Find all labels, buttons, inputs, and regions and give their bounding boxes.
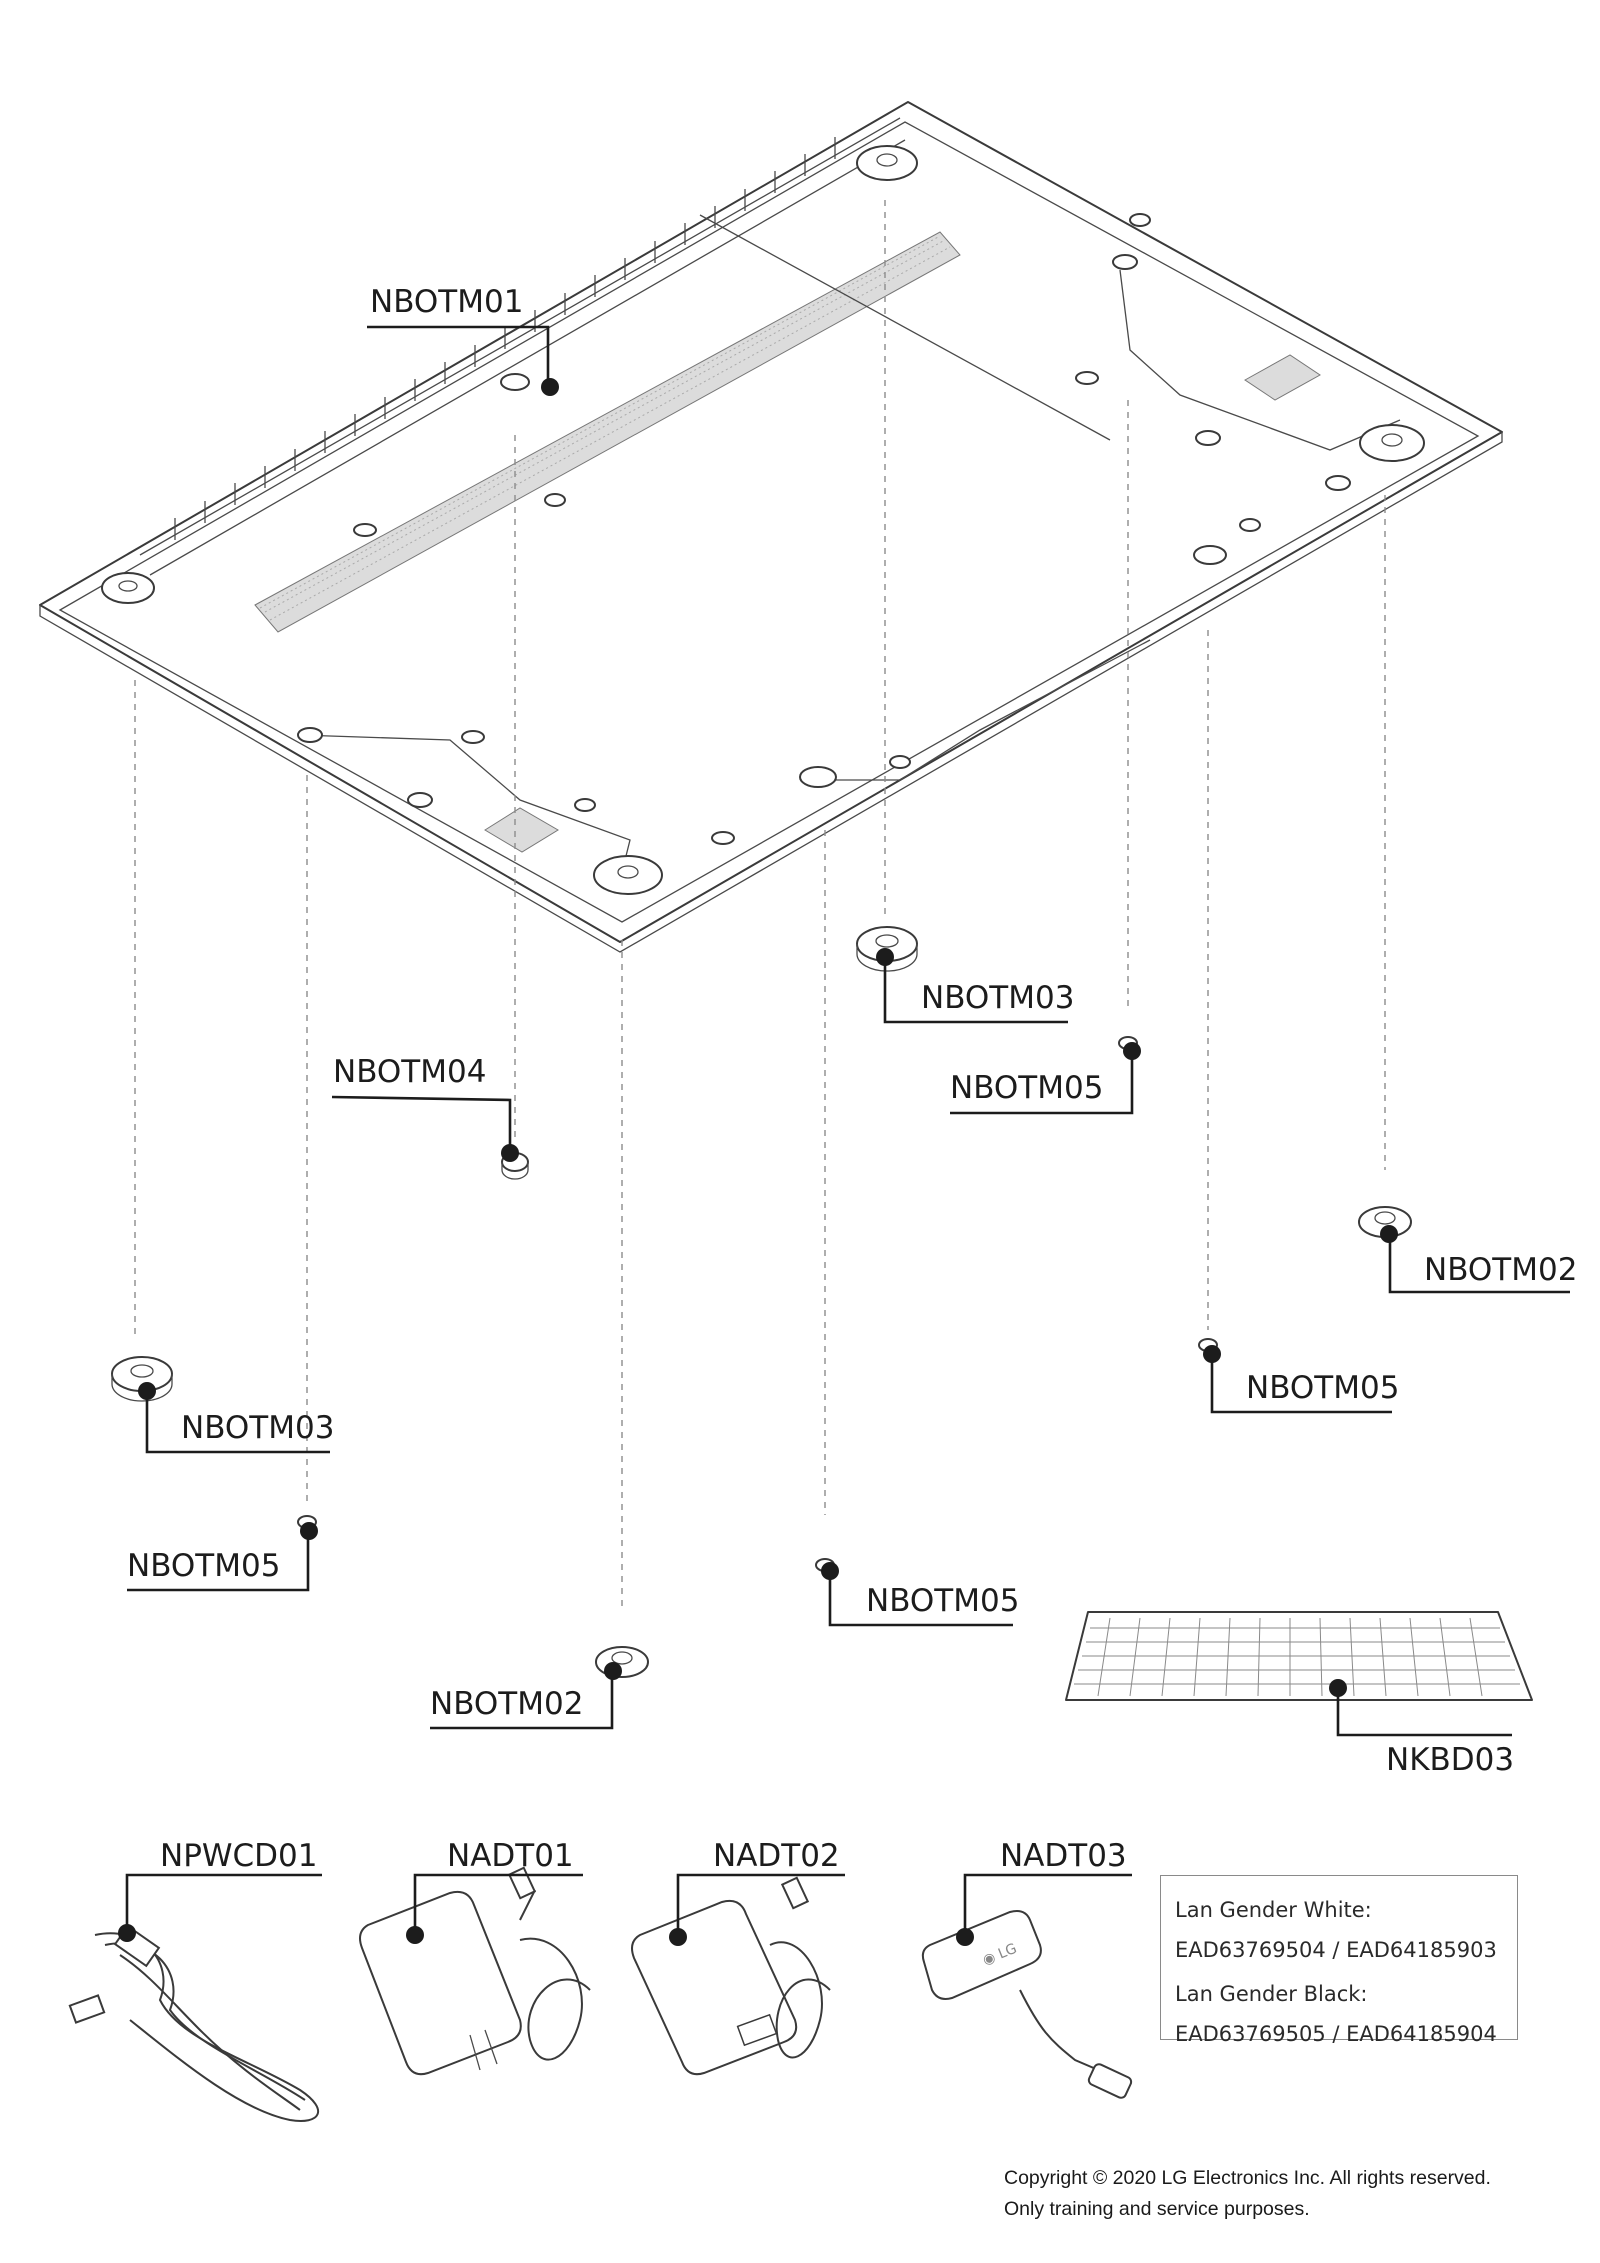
callout-leaders [118, 325, 1570, 1946]
label-nbotm04: NBOTM04 [333, 1054, 486, 1090]
lan-gender-black-parts: EAD63769505 / EAD64185904 [1175, 2022, 1497, 2046]
keyboard-drawing [1065, 1611, 1533, 1701]
label-nbotm02-bottom: NBOTM02 [430, 1686, 583, 1722]
lan-gender-black-label: Lan Gender Black: [1175, 1982, 1368, 2006]
bottom-cover-drawing [39, 101, 1503, 953]
lan-gender-white-label: Lan Gender White: [1175, 1898, 1372, 1922]
purpose-text: Only training and service purposes. [1004, 2198, 1310, 2220]
label-nbotm03-left: NBOTM03 [181, 1410, 334, 1446]
label-nbotm05-right: NBOTM05 [1246, 1370, 1399, 1406]
copyright-text: Copyright © 2020 LG Electronics Inc. All… [1004, 2167, 1491, 2189]
vent-fins [174, 137, 836, 540]
label-nbotm02-right: NBOTM02 [1424, 1252, 1577, 1288]
label-npwcd01: NPWCD01 [160, 1838, 318, 1874]
lan-gender-white-parts: EAD63769504 / EAD64185903 [1175, 1938, 1497, 1962]
label-nadt01: NADT01 [447, 1838, 574, 1874]
label-nbotm01: NBOTM01 [370, 284, 523, 320]
copyright-footer: Copyright © 2020 LG Electronics Inc. All… [1004, 2163, 1491, 2225]
power-cord-drawing [68, 1924, 320, 2122]
label-nbotm05-left: NBOTM05 [127, 1548, 280, 1584]
lan-gender-note: Lan Gender White: EAD63769504 / EAD64185… [1160, 1875, 1518, 2046]
label-nbotm03-top: NBOTM03 [921, 980, 1074, 1016]
perforated-grille-small [1244, 354, 1321, 401]
label-nkbd03: NKBD03 [1386, 1742, 1514, 1778]
label-nadt02: NADT02 [713, 1838, 840, 1874]
label-nadt03: NADT03 [1000, 1838, 1127, 1874]
projection-lines [134, 200, 1386, 1612]
rubber-foot-large-left-icon [111, 1356, 173, 1402]
callout-labels: NBOTM01 NBOTM03 NBOTM05 NBOTM04 NBOTM02 … [127, 284, 1577, 1874]
perforated-grille [254, 231, 961, 633]
perforated-grille-small-2 [484, 807, 559, 853]
foot-pad-bottom-icon [595, 1646, 649, 1678]
foot-pad-right-icon [1358, 1206, 1412, 1238]
label-nbotm05-top: NBOTM05 [950, 1070, 1103, 1106]
ac-adapter-eu-drawing [359, 1866, 591, 2076]
lan-gender-drawing: ◉ LG [921, 1910, 1133, 2099]
ac-adapter-drawing [631, 1876, 831, 2076]
label-nbotm05-mid: NBOTM05 [866, 1583, 1019, 1619]
cover-bosses [101, 145, 1425, 895]
rubber-foot-large-top-icon [856, 926, 918, 972]
